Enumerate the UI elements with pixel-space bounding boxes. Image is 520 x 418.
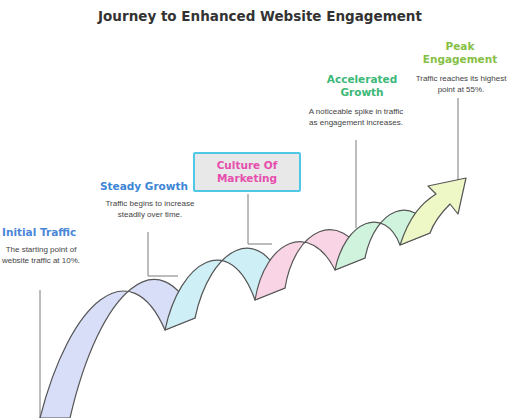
leader-line	[458, 98, 459, 188]
leader-lines	[40, 98, 458, 418]
stage-note: Traffic reaches its highest point at 55%…	[408, 74, 514, 95]
leader-line	[148, 232, 178, 276]
leader-line	[356, 140, 357, 228]
ribbon-arrow	[400, 178, 466, 245]
box-label: Culture Of Marketing	[195, 159, 299, 185]
stage-note: Traffic begins to increase steadily over…	[96, 199, 204, 220]
leader-line	[248, 194, 272, 244]
ribbon-segment	[40, 279, 195, 418]
stage-note: The starting point of website traffic at…	[0, 245, 82, 266]
stage-heading: Accelerated Growth	[318, 73, 406, 99]
process-box: Culture Of Marketing	[193, 152, 301, 192]
stage-heading: Peak Engagement	[418, 40, 502, 66]
stage-heading: Initial Traffic	[2, 226, 97, 239]
leader-line	[40, 290, 41, 418]
stage-note: A noticeable spike in traffic as engagem…	[304, 107, 408, 128]
diagram-title: Journey to Enhanced Website Engagement	[0, 8, 520, 24]
